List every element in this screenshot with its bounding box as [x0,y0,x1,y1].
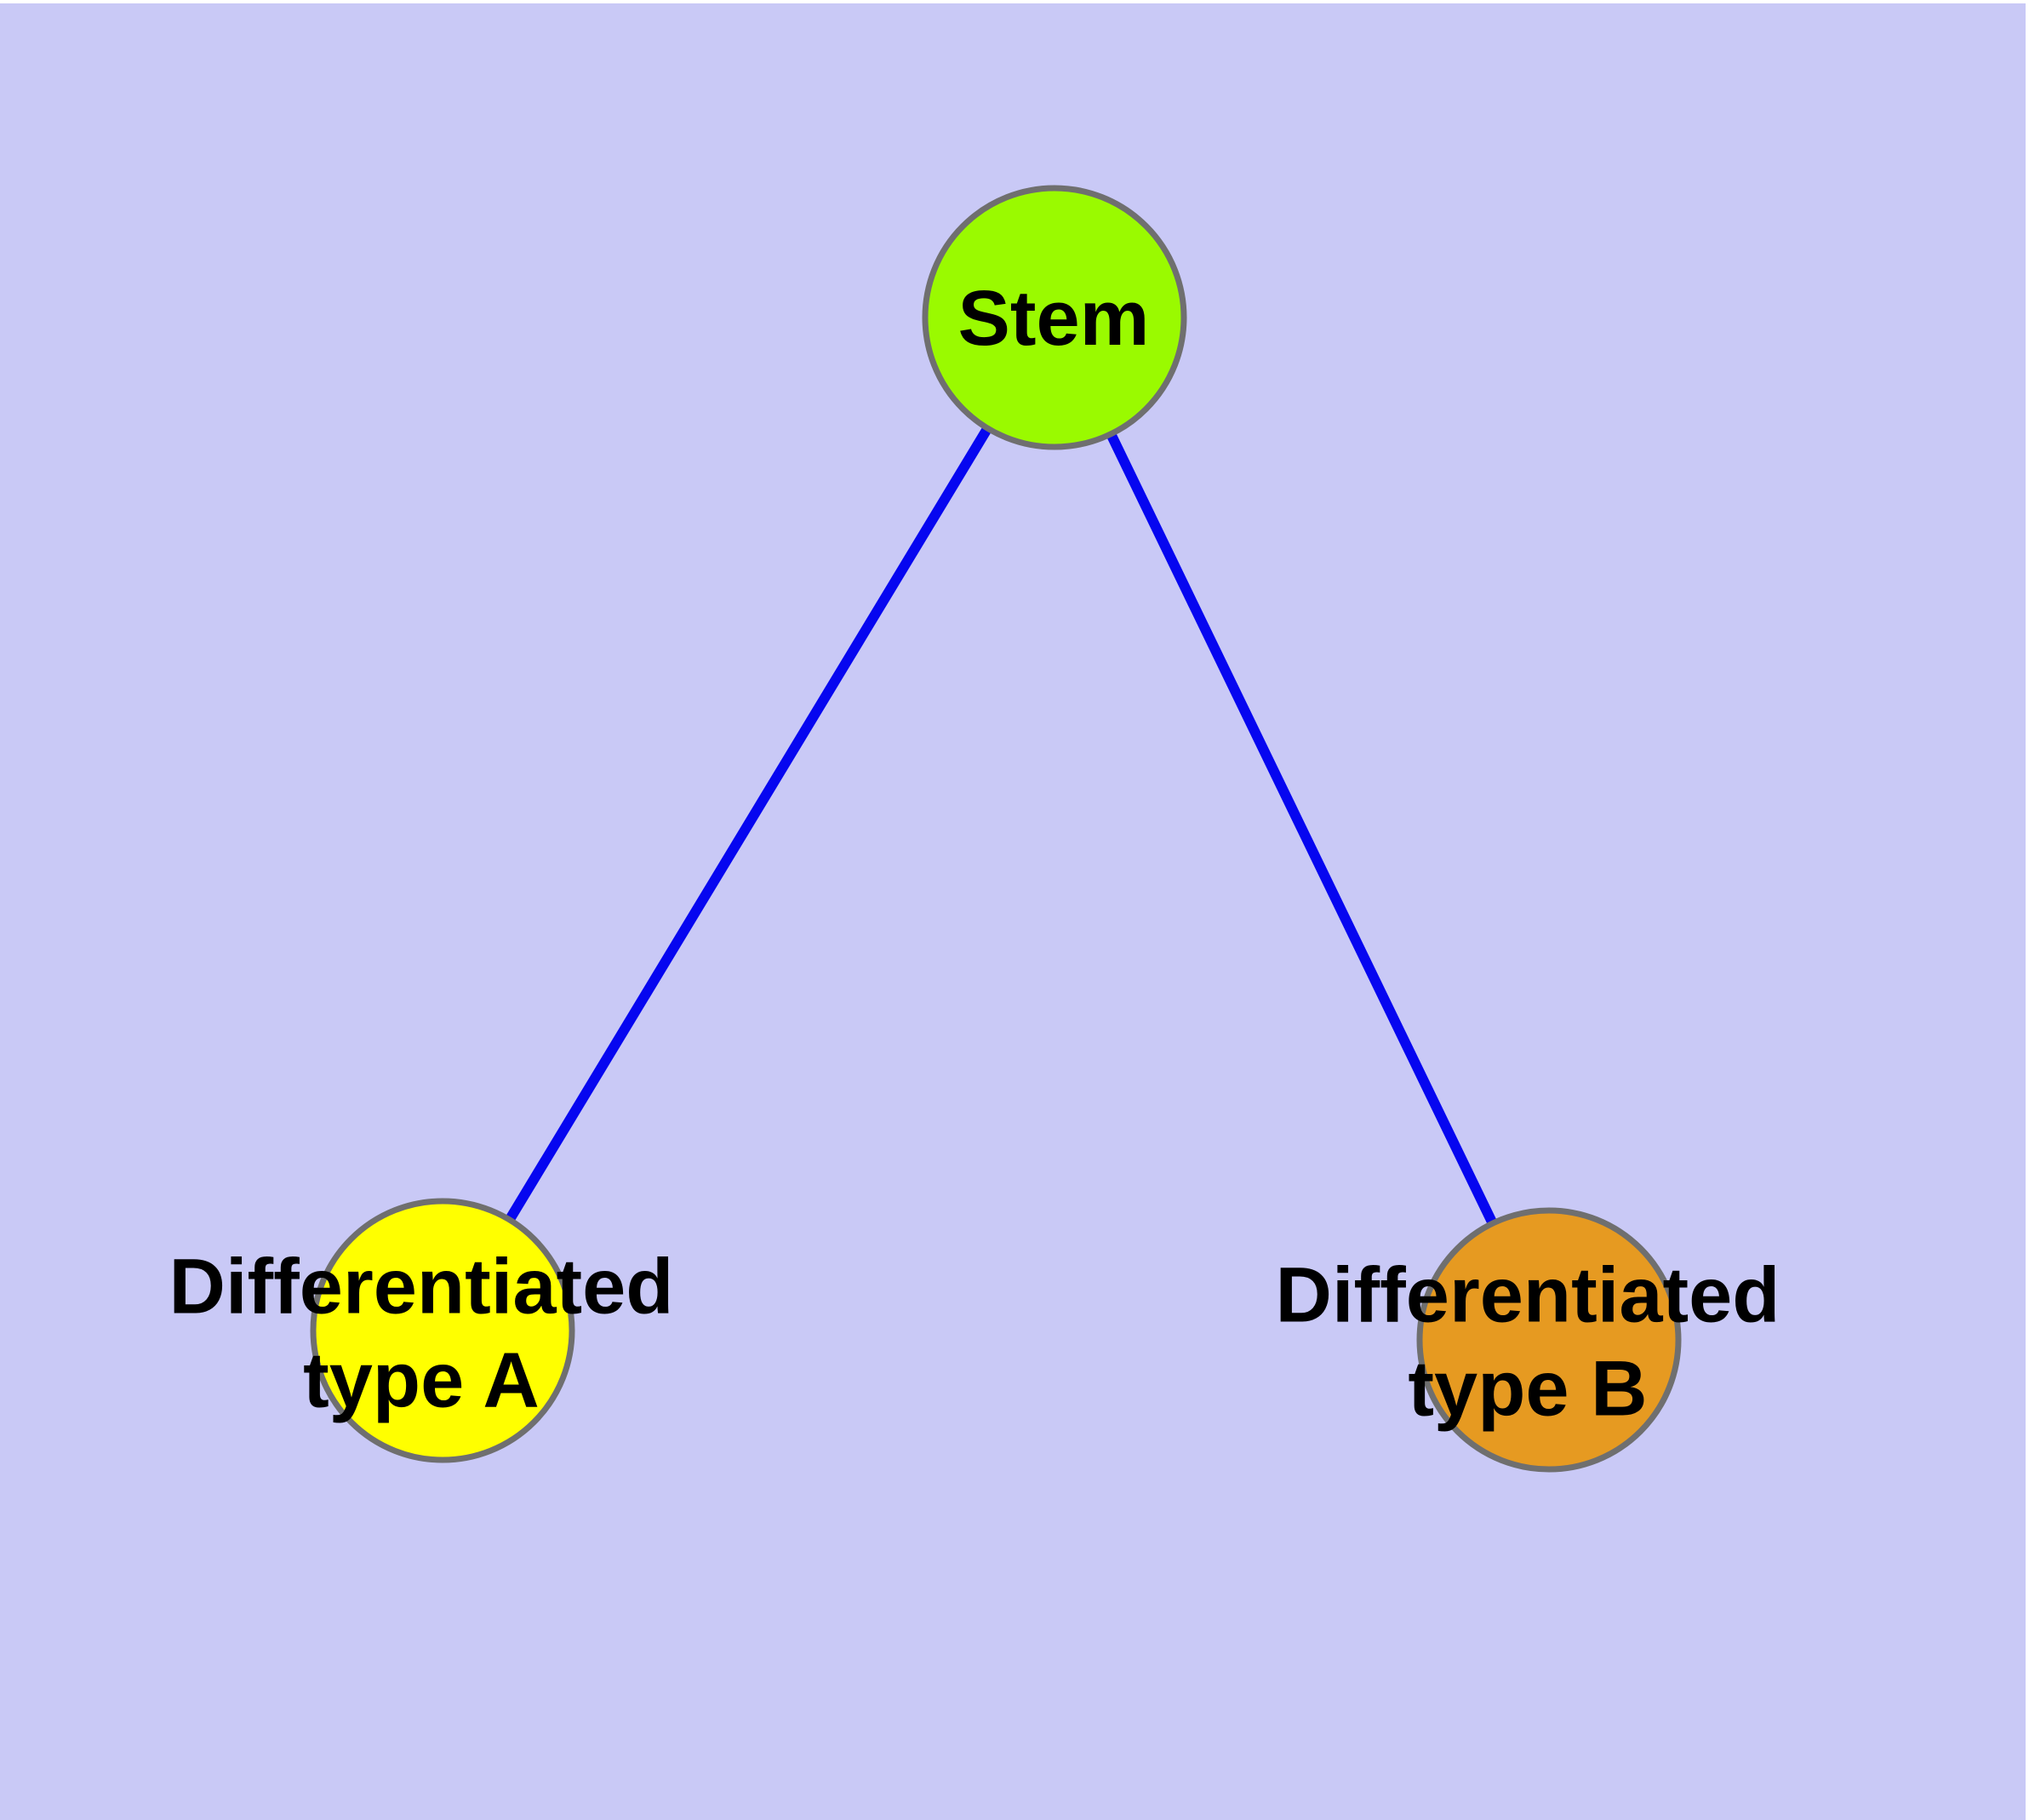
edge-stem-to-type-b [1049,315,1554,1342]
node-type-a-circle [310,1198,575,1463]
node-type-b-circle [1416,1207,1682,1473]
node-stem-circle [922,185,1187,450]
edge-stem-to-type-a [437,314,1060,1334]
